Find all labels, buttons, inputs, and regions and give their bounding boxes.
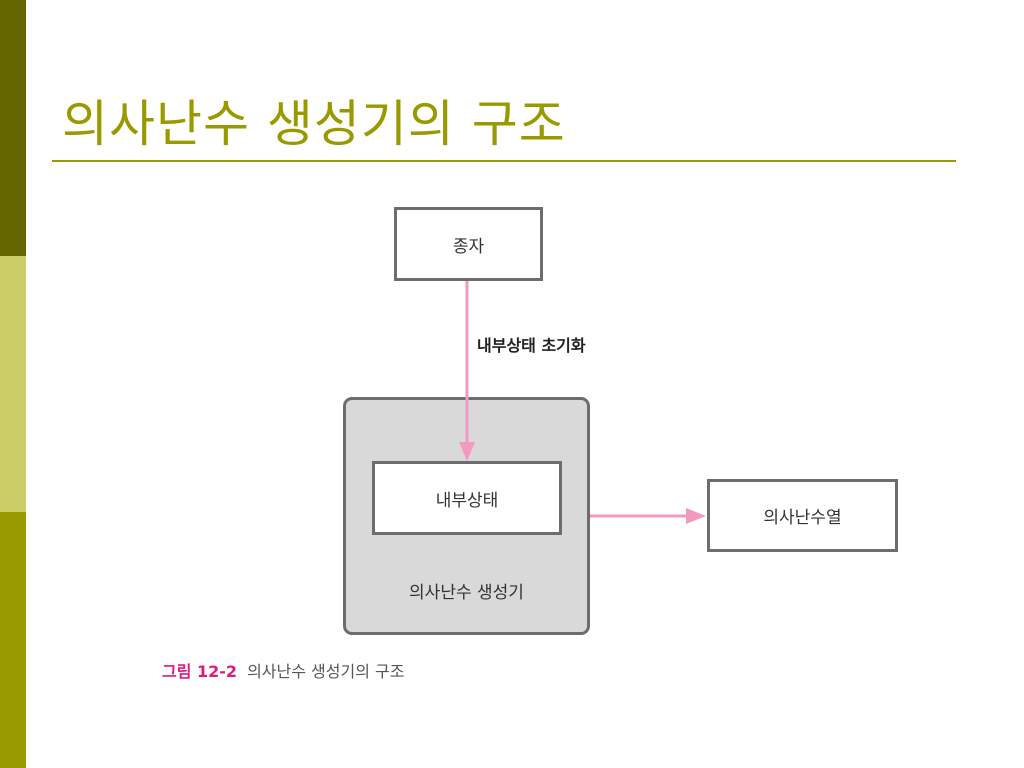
- internal-state-label: 내부상태: [435, 490, 499, 511]
- figure-caption-text: 의사난수 생성기의 구조: [247, 662, 405, 681]
- output-box: 의사난수열: [707, 479, 898, 552]
- slide-title: 의사난수 생성기의 구조: [62, 95, 566, 153]
- side-stripe-bottom: [0, 512, 26, 768]
- title-underline: [52, 160, 956, 162]
- figure-caption: 그림 12-2 의사난수 생성기의 구조: [162, 658, 404, 682]
- internal-state-box: 내부상태: [372, 461, 562, 535]
- seed-box: 종자: [394, 207, 543, 281]
- output-label: 의사난수열: [763, 508, 842, 528]
- init-arrow-label: 내부상태 초기화: [477, 336, 586, 355]
- side-stripe-top: [0, 0, 26, 256]
- output-arrow-head: [686, 508, 706, 524]
- figure-number: 그림 12-2: [162, 662, 238, 681]
- side-stripe-middle: [0, 256, 26, 512]
- prng-label: 의사난수 생성기: [409, 583, 524, 603]
- seed-label: 종자: [452, 236, 485, 257]
